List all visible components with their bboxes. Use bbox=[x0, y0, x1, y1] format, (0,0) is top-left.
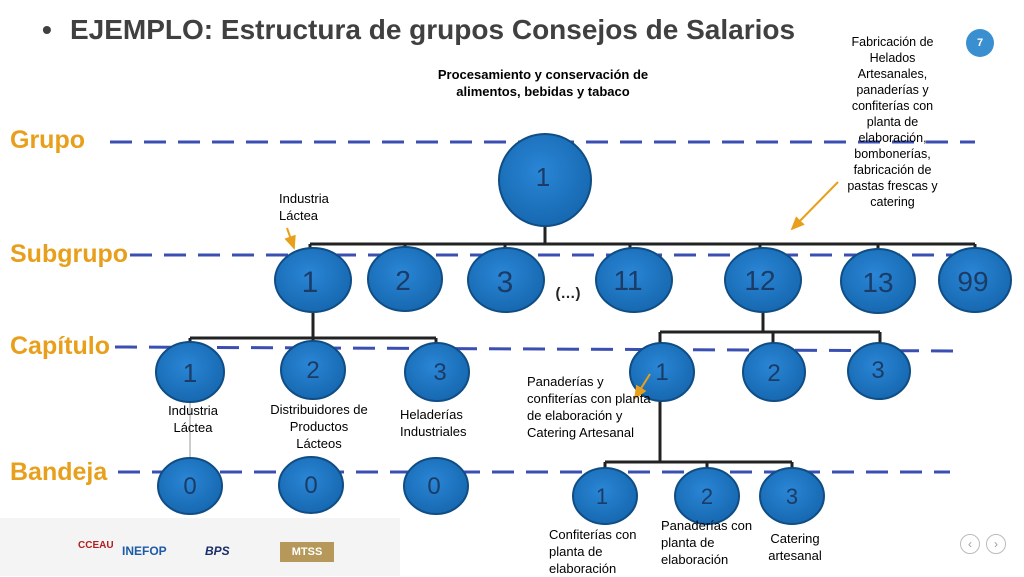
node-subgrupo-99: 99 bbox=[938, 247, 1012, 313]
svg-text:2: 2 bbox=[395, 265, 411, 296]
node-grupo: 1 bbox=[498, 133, 592, 227]
title-bullet: • bbox=[42, 14, 52, 45]
node-subgrupo-1: 1 bbox=[274, 247, 352, 313]
svg-text:1: 1 bbox=[183, 358, 197, 388]
node-capitulo-right-3: 3 bbox=[847, 342, 911, 400]
next-slide-button[interactable]: › bbox=[986, 534, 1006, 554]
label-panaderias-cap: Panaderías y confiterías con planta de e… bbox=[527, 374, 651, 440]
label-bandeja-confiterias: Confiterías con planta de elaboración bbox=[549, 527, 637, 576]
svg-text:2: 2 bbox=[701, 484, 713, 509]
svg-text:1: 1 bbox=[302, 266, 319, 299]
node-bandeja-left-1: 0 bbox=[157, 457, 223, 515]
node-capitulo-left-2: 2 bbox=[280, 340, 346, 400]
level-label-bandeja: Bandeja bbox=[10, 458, 108, 486]
logo-mtss: MTSS bbox=[280, 542, 334, 562]
level-label-capitulo: Capítulo bbox=[10, 332, 110, 360]
svg-text:1: 1 bbox=[655, 359, 668, 386]
label-cap-distribuidores: Distribuidores de Productos Lácteos bbox=[270, 402, 368, 451]
node-subgrupo-3: 3 bbox=[467, 247, 545, 313]
svg-text:99: 99 bbox=[957, 266, 988, 297]
page-number-badge: 7 bbox=[966, 29, 994, 57]
node-capitulo-left-1: 1 bbox=[155, 341, 225, 403]
svg-text:3: 3 bbox=[497, 266, 514, 299]
label-fabricacion: Fabricación de Helados Artesanales, pana… bbox=[847, 35, 938, 209]
prev-slide-button[interactable]: ‹ bbox=[960, 534, 980, 554]
connectors bbox=[188, 225, 977, 474]
arrow-industria-lactea bbox=[284, 227, 296, 250]
svg-text:11: 11 bbox=[613, 265, 642, 296]
node-subgrupo-2: 2 bbox=[367, 246, 443, 312]
node-bandeja-left-2: 0 bbox=[278, 456, 344, 514]
node-subgrupo-13: 13 bbox=[840, 248, 916, 314]
node-subgrupo-12: 12 bbox=[724, 247, 802, 313]
svg-text:0: 0 bbox=[427, 473, 440, 500]
subgrupo-ellipsis: (…) bbox=[556, 285, 581, 302]
label-cap-heladerias: Heladerías Industriales bbox=[400, 407, 467, 439]
svg-text:3: 3 bbox=[433, 359, 446, 386]
node-capitulo-right-2: 2 bbox=[742, 342, 806, 402]
label-grupo-desc: Procesamiento y conservación de alimento… bbox=[437, 67, 649, 99]
level-label-grupo: Grupo bbox=[10, 126, 85, 154]
logo-bps: BPS bbox=[205, 544, 230, 558]
svg-text:3: 3 bbox=[871, 357, 884, 384]
arrow-panaderias bbox=[633, 373, 651, 400]
level-guides bbox=[110, 140, 975, 474]
node-subgrupo-11: 11 bbox=[595, 247, 673, 313]
svg-text:13: 13 bbox=[862, 267, 893, 298]
guide-capitulo bbox=[114, 345, 961, 353]
svg-text:12: 12 bbox=[744, 265, 775, 296]
svg-text:3: 3 bbox=[786, 484, 798, 509]
logo-inefop: INEFOP bbox=[122, 544, 167, 558]
label-cap-industria-lactea: Industria Láctea bbox=[168, 403, 218, 435]
logo-cceau: CCEAU bbox=[78, 540, 114, 551]
arrow-fabricacion bbox=[790, 181, 839, 231]
svg-text:1: 1 bbox=[596, 484, 608, 509]
node-bandeja-right-2: 2 bbox=[674, 467, 740, 525]
node-bandeja-right-1: 1 bbox=[572, 467, 638, 525]
label-industria-lactea-top: Industria Láctea bbox=[279, 191, 329, 223]
label-bandeja-catering: Catering artesanal bbox=[768, 531, 822, 563]
label-bandeja-panaderias: Panaderías con planta de elaboración bbox=[661, 518, 753, 567]
svg-text:2: 2 bbox=[767, 360, 780, 387]
svg-text:2: 2 bbox=[306, 357, 319, 384]
svg-text:1: 1 bbox=[536, 162, 550, 192]
footer-logos-bar: CCEAU INEFOP BPS MTSS bbox=[0, 518, 400, 576]
svg-text:0: 0 bbox=[183, 473, 196, 500]
node-bandeja-left-3: 0 bbox=[403, 457, 469, 515]
slide-title: • EJEMPLO: Estructura de grupos Consejos … bbox=[42, 14, 842, 46]
node-bandeja-right-3: 3 bbox=[759, 467, 825, 525]
svg-text:0: 0 bbox=[304, 472, 317, 499]
title-text: EJEMPLO: Estructura de grupos Consejos d… bbox=[70, 14, 796, 45]
level-label-subgrupo: Subgrupo bbox=[10, 240, 129, 268]
node-capitulo-left-3: 3 bbox=[404, 342, 470, 402]
